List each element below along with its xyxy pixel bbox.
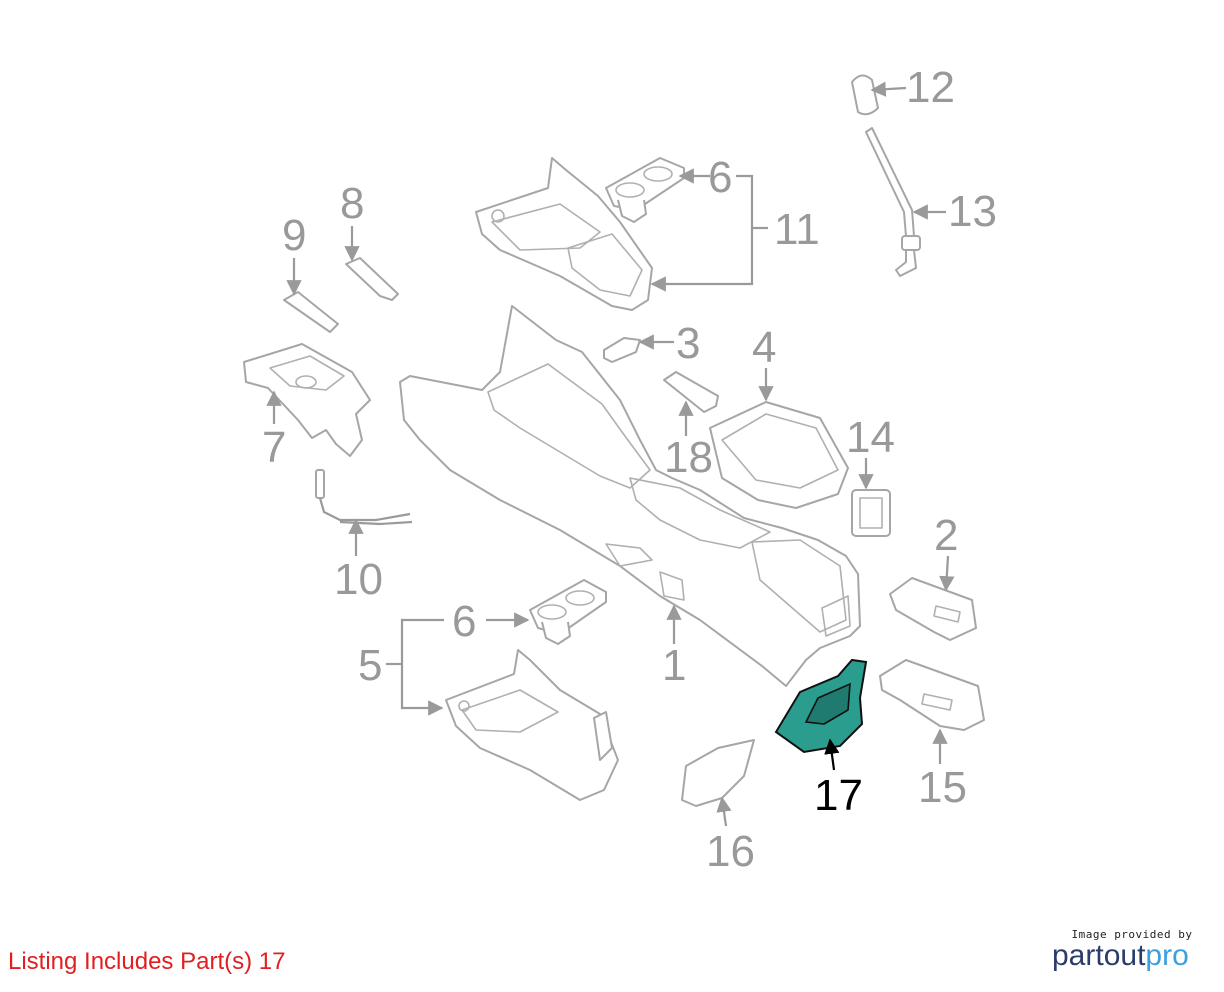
- callout-11: 11: [774, 205, 820, 254]
- part-5-lower-trim: [445, 649, 619, 801]
- part-6-cup-holder-bottom: [529, 579, 607, 645]
- callout-16: 16: [706, 827, 755, 876]
- callout-numbers: 12 13 6 11 8 9 7 10 3 4 18 14 2 15 16 17…: [262, 63, 997, 876]
- part-15-tray: [879, 659, 985, 731]
- callout-12: 12: [906, 63, 955, 112]
- part-1-center-console: [399, 305, 861, 687]
- callout-9: 9: [282, 211, 306, 260]
- callout-10: 10: [334, 555, 383, 604]
- image-credit-text: Image provided by: [1071, 928, 1193, 941]
- part-18-insert: [663, 371, 719, 413]
- part-17-highlighted-trim: [774, 658, 868, 754]
- listing-includes-text: Listing Includes Part(s) 17: [8, 948, 286, 975]
- part-4-armrest-lid: [709, 401, 849, 509]
- callout-13: 13: [948, 187, 997, 236]
- brand-wordmark-part2: pro: [1145, 939, 1189, 972]
- callout-2: 2: [934, 511, 958, 560]
- part-3-clip: [603, 337, 641, 363]
- callout-1: 1: [662, 641, 686, 690]
- part-12-shift-knob: [851, 74, 879, 116]
- callout-6-top: 6: [708, 153, 732, 202]
- callout-17-highlighted: 17: [814, 771, 863, 820]
- callout-3: 3: [676, 319, 700, 368]
- part-13-shift-lever: [865, 127, 921, 277]
- part-10-cable: [315, 469, 413, 526]
- callout-18: 18: [664, 433, 713, 482]
- part-14-bezel: [851, 489, 891, 537]
- part-8-trim-strip: [345, 257, 399, 301]
- callout-5: 5: [358, 641, 382, 690]
- brand-wordmark: partoutpro: [1052, 939, 1212, 973]
- callout-7: 7: [262, 423, 286, 472]
- callout-8: 8: [340, 179, 364, 228]
- partoutpro-logo: Image provided by partoutpro: [1052, 928, 1212, 973]
- callout-6-bottom: 6: [452, 597, 476, 646]
- part-11-console-trim: [475, 157, 653, 311]
- part-2-switch-panel: [889, 577, 977, 641]
- part-16-cover: [681, 739, 755, 807]
- callout-14: 14: [846, 413, 895, 462]
- callout-4: 4: [752, 323, 776, 372]
- part-6-cup-holder-top: [605, 157, 685, 223]
- callout-15: 15: [918, 763, 967, 812]
- brand-wordmark-part1: partout: [1052, 939, 1146, 972]
- part-9-trim-cover: [283, 291, 339, 333]
- leader-lines: [266, 81, 955, 827]
